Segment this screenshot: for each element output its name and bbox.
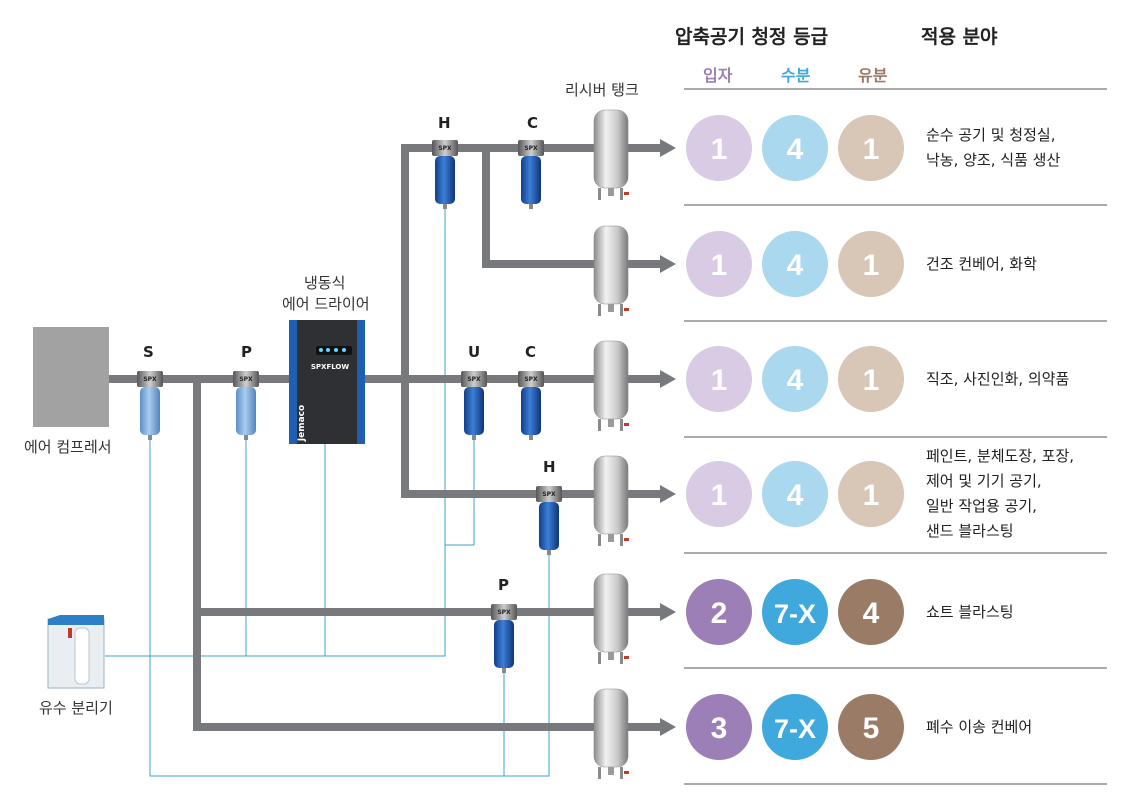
grade-value: 1: [863, 249, 880, 282]
grade-value: 4: [787, 249, 804, 282]
grade-value: 7-X: [774, 599, 816, 629]
grade-moisture-row-4: 4: [762, 461, 828, 527]
grade-value: 1: [711, 364, 728, 397]
receiver-tank-5: [593, 573, 629, 664]
oil-water-separator: [47, 615, 105, 689]
application-row-4-line: 샌드 블라스팅: [926, 522, 1014, 540]
application-row-4-line: 제어 및 기기 공기,: [926, 472, 1042, 490]
filter-letter-c1: C: [527, 114, 539, 132]
arrow-heads: [660, 139, 676, 736]
grade-oil-row-2: 1: [838, 231, 904, 297]
grade-oil-row-6: 5: [838, 694, 904, 760]
application-title: 적용 분야: [921, 26, 998, 48]
grade-value: 3: [711, 712, 728, 745]
grade-oil-row-3: 1: [838, 346, 904, 412]
pipes: [108, 144, 662, 731]
col-particle: 입자: [703, 66, 733, 85]
filter-p1-brand: SPX: [239, 376, 253, 383]
filter-letter-p2: P: [498, 576, 509, 594]
receiver-tank-2: [593, 225, 629, 316]
grade-value: 2: [711, 597, 728, 630]
filter-letter-u: U: [468, 343, 481, 361]
grade-value: 1: [863, 479, 880, 512]
filter-h2: SPX: [536, 486, 562, 555]
application-row-4-line: 페인트, 분체도장, 포장,: [926, 447, 1075, 465]
filter-u: SPX: [461, 371, 487, 440]
application-row-2-line: 건조 컨베어, 화학: [926, 254, 1037, 273]
col-moisture: 수분: [781, 66, 811, 85]
receiver-tanks: [593, 109, 629, 779]
filter-u-brand: SPX: [467, 376, 481, 383]
grade-oil-row-5: 4: [838, 579, 904, 645]
separator-label: 유수 분리기: [39, 699, 113, 717]
grade-moisture-row-5: 7-X: [762, 579, 828, 645]
application-row-3-line: 직조, 사진인화, 의약품: [926, 369, 1070, 388]
filter-h1-brand: SPX: [438, 145, 452, 152]
filter-h1: SPX: [432, 140, 458, 209]
grade-value: 1: [711, 479, 728, 512]
dryer-badge: Jemaco: [297, 405, 307, 442]
filter-letter-h2: H: [543, 458, 556, 476]
compressor-box: [33, 327, 109, 427]
compressor-label: 에어 컴프레서: [24, 438, 112, 456]
grade-particle-row-2: 1: [686, 231, 752, 297]
grade-value: 1: [863, 133, 880, 166]
filter-c2: SPX: [518, 371, 544, 440]
grade-value: 1: [863, 364, 880, 397]
refrigerated-dryer: SPXFLOW Jemaco: [289, 320, 365, 444]
receiver-tank-4: [593, 455, 629, 546]
table-separators: [684, 88, 1107, 785]
grade-value: 1: [711, 133, 728, 166]
receiver-tank-6: [593, 688, 629, 779]
application-row-5-line: 쇼트 블라스팅: [926, 602, 1014, 621]
grade-oil-row-4: 1: [838, 461, 904, 527]
filter-h2-brand: SPX: [542, 491, 556, 498]
grade-moisture-row-3: 4: [762, 346, 828, 412]
grade-particle-row-3: 1: [686, 346, 752, 412]
grade-value: 4: [863, 597, 880, 630]
receiver-tank-1: [593, 109, 629, 200]
filter-c1: SPX: [518, 140, 544, 209]
filter-c1-brand: SPX: [524, 145, 538, 152]
drain-lines: [105, 200, 550, 777]
filter-letter-c2: C: [525, 343, 537, 361]
application-row-6-line: 폐수 이송 컨베어: [926, 717, 1033, 736]
grade-moisture-row-6: 7-X: [762, 694, 828, 760]
grade-moisture-row-1: 4: [762, 115, 828, 181]
filter-letter-h1: H: [438, 114, 451, 132]
application-row-4-line: 일반 작업용 공기,: [926, 497, 1037, 515]
grade-value: 4: [787, 479, 804, 512]
dryer-brand: SPXFLOW: [311, 363, 350, 371]
grade-particle-row-4: 1: [686, 461, 752, 527]
grade-moisture-row-2: 4: [762, 231, 828, 297]
filter-p2-brand: SPX: [497, 609, 511, 616]
filter-letter-s: S: [143, 343, 154, 361]
grade-particle-row-6: 3: [686, 694, 752, 760]
filters: SPX SPX SPX SPX SPX SPX SPX SPX: [137, 140, 562, 673]
filter-c2-brand: SPX: [524, 376, 538, 383]
receiver-tank-3: [593, 340, 629, 431]
grade-particle-row-5: 2: [686, 579, 752, 645]
application-row-1-line: 순수 공기 및 청정실,: [926, 126, 1056, 144]
receiver-tank-label: 리시버 탱크: [565, 81, 639, 99]
grade-particle-row-1: 1: [686, 115, 752, 181]
filter-p1: SPX: [233, 371, 259, 440]
filter-s-brand: SPX: [143, 376, 157, 383]
grade-value: 4: [787, 133, 804, 166]
dryer-label-line1: 냉동식: [304, 274, 346, 292]
grade-value: 4: [787, 364, 804, 397]
filter-s: SPX: [137, 371, 163, 440]
grade-value: 1: [711, 249, 728, 282]
grade-oil-row-1: 1: [838, 115, 904, 181]
filter-p2: SPX: [491, 604, 517, 673]
col-oil: 유분: [858, 66, 888, 85]
filter-letter-p1: P: [241, 343, 252, 361]
application-row-1-line: 낙농, 양조, 식품 생산: [926, 151, 1061, 169]
grade-value: 5: [863, 712, 880, 745]
grade-circles: 1 4 1 1 4 1 1 4 1 1 4 1 2 7-X 4 3 7-X 5: [686, 115, 904, 760]
grade-value: 7-X: [774, 714, 816, 744]
dryer-label-line2: 에어 드라이어: [282, 295, 370, 313]
grades-title: 압축공기 청정 등급: [675, 26, 829, 48]
